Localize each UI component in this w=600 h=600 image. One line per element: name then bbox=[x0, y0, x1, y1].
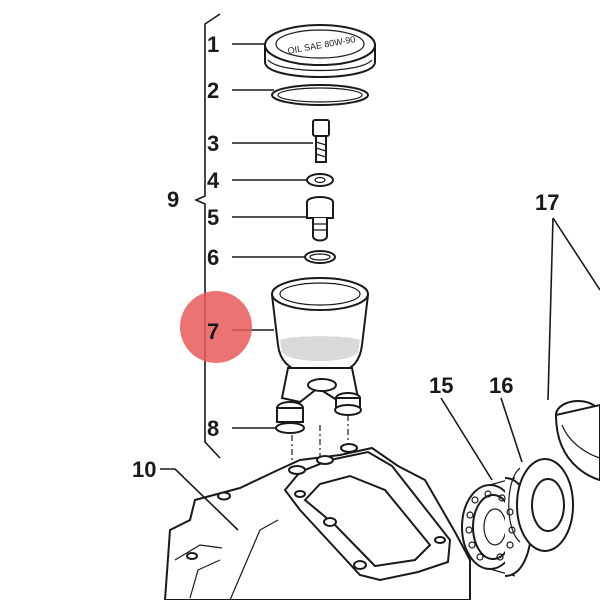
callout-17: 17 bbox=[535, 190, 559, 215]
highlight-marker bbox=[180, 291, 252, 363]
leader-lines bbox=[160, 43, 600, 531]
part-7-reservoir bbox=[270, 277, 370, 423]
callout-7: 7 bbox=[207, 319, 219, 344]
part-10-housing bbox=[163, 443, 471, 600]
callout-15: 15 bbox=[429, 373, 453, 398]
callout-4: 4 bbox=[207, 168, 220, 193]
part-5-fitting bbox=[306, 196, 334, 242]
callout-8: 8 bbox=[207, 416, 219, 441]
callout-6: 6 bbox=[207, 245, 219, 270]
part-6-o-ring bbox=[304, 250, 336, 264]
part-17-shaft bbox=[554, 400, 600, 482]
callout-9: 9 bbox=[167, 187, 179, 212]
callout-5: 5 bbox=[207, 205, 219, 230]
part-4-washer bbox=[306, 173, 334, 187]
callout-labels: 1 2 3 4 5 6 7 8 9 10 15 16 17 bbox=[132, 32, 559, 482]
part-16-seal bbox=[508, 458, 574, 552]
part-2-o-ring bbox=[271, 84, 369, 106]
part-1-oil-cap: OIL SAE 80W-90 bbox=[264, 24, 376, 78]
part-8-o-rings bbox=[275, 404, 362, 434]
callout-10: 10 bbox=[132, 457, 156, 482]
group-bracket-9 bbox=[194, 13, 221, 459]
callout-3: 3 bbox=[207, 131, 219, 156]
callout-16: 16 bbox=[489, 373, 513, 398]
callout-2: 2 bbox=[207, 78, 219, 103]
part-3-bolt bbox=[312, 119, 330, 163]
callout-1: 1 bbox=[207, 32, 219, 57]
